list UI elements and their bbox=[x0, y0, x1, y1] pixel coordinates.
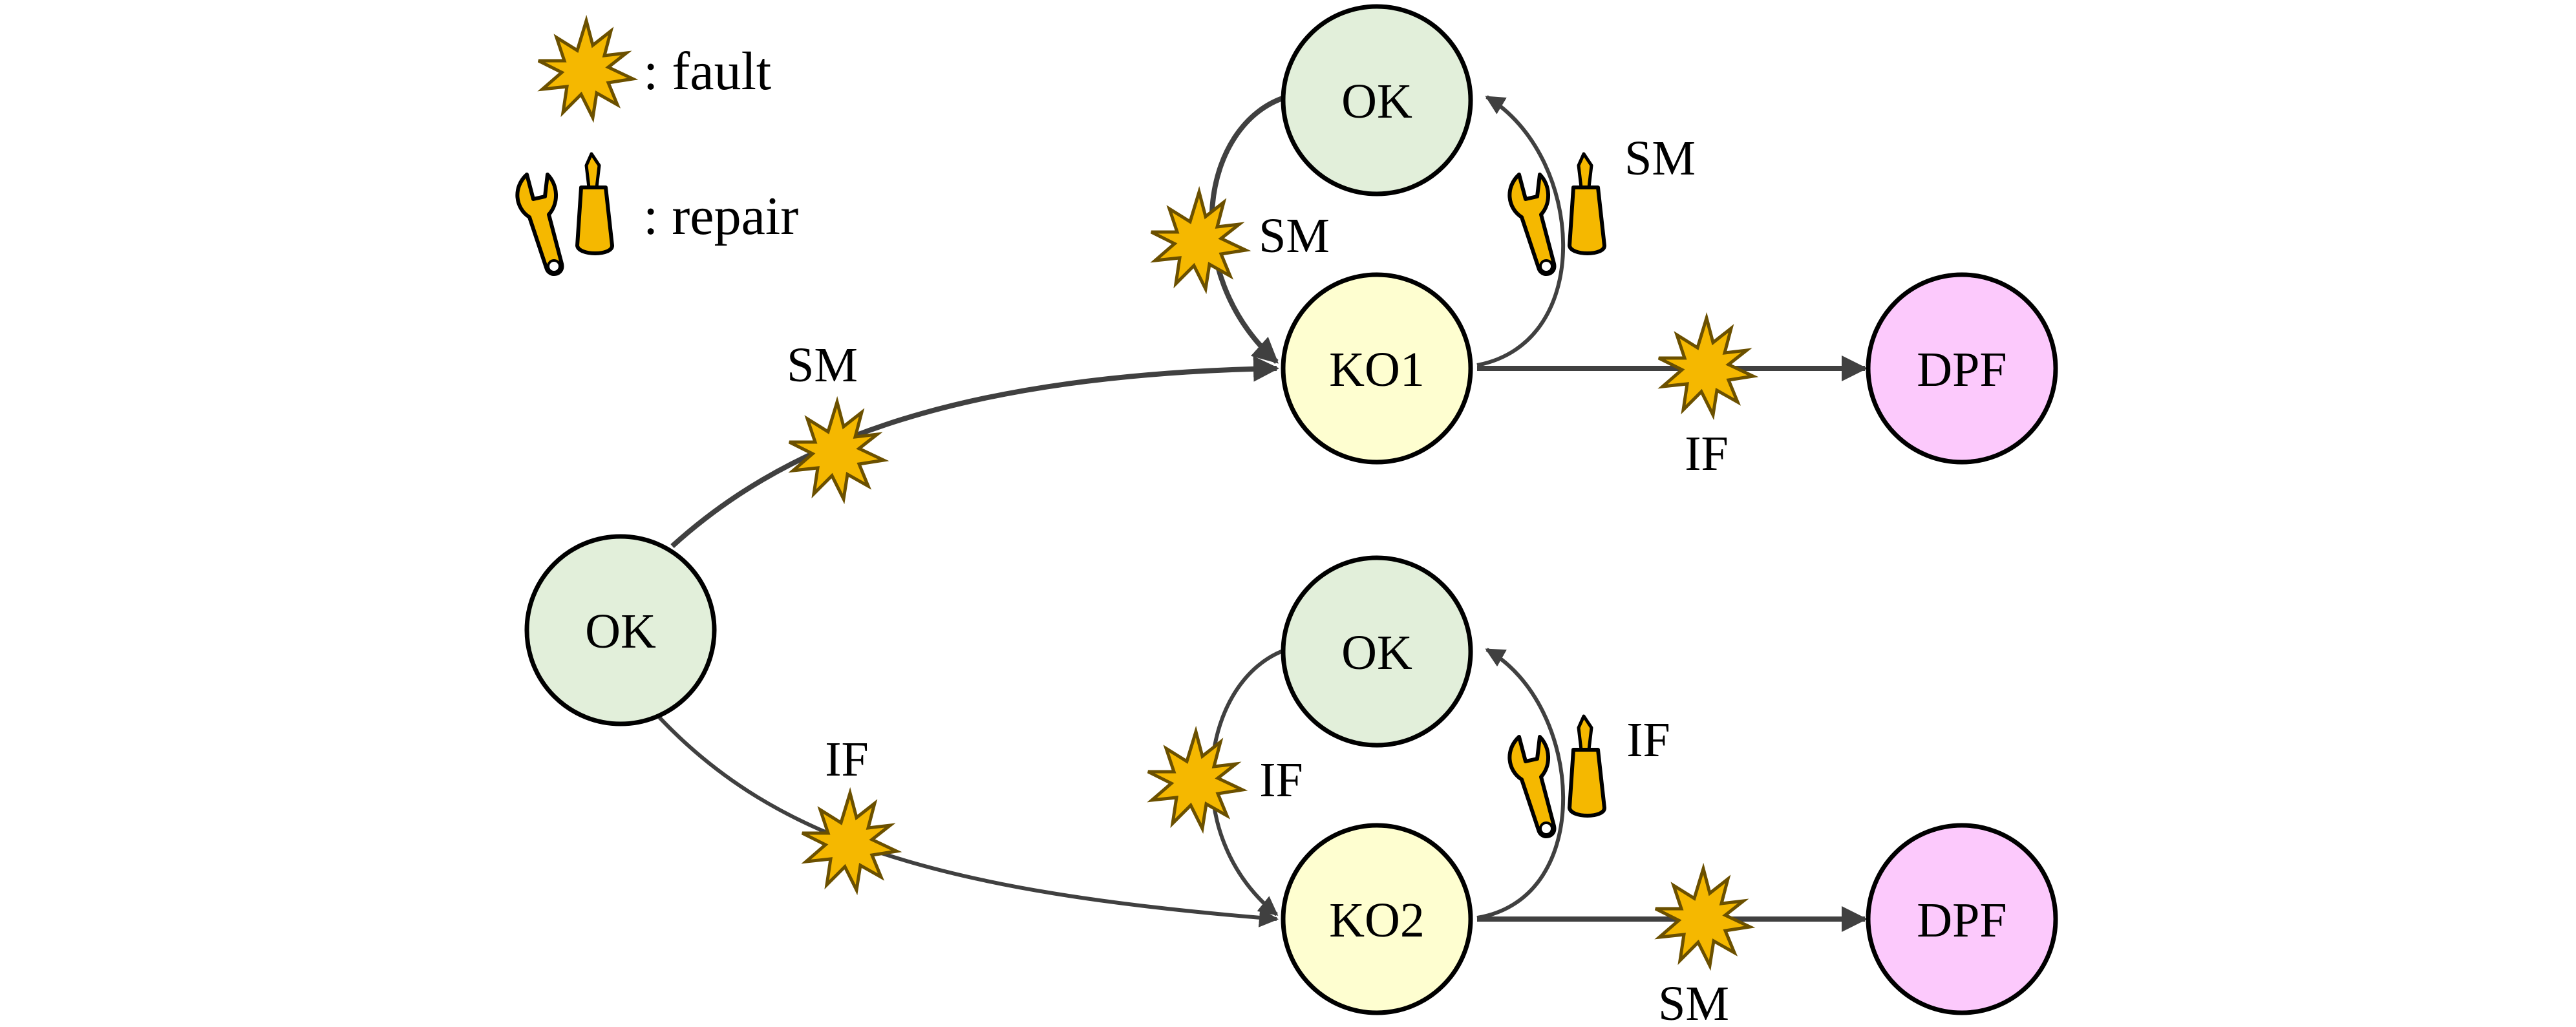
node-dpf-bottom bbox=[1866, 823, 2058, 1015]
repair-legend-label: : repair bbox=[643, 186, 798, 246]
edge-ko1-to-ok-top bbox=[1476, 95, 1566, 367]
edge-label-ko2-dpf: SM bbox=[1658, 977, 1729, 1024]
fault-icon-start-ko1 bbox=[789, 402, 884, 499]
edge-label-ok-top-ko1: SM bbox=[1259, 209, 1330, 263]
node-dpf-top-label: DPF bbox=[1917, 343, 2007, 397]
node-ko1 bbox=[1281, 272, 1473, 465]
fault-legend-icon bbox=[538, 21, 633, 118]
node-ok-start-label: OK bbox=[585, 604, 656, 659]
repair-icon-ko2-ok bbox=[1509, 716, 1604, 836]
edge-ok-top-to-ko1 bbox=[1209, 94, 1288, 364]
edge-label-ko1-ok-top: SM bbox=[1624, 131, 1696, 185]
node-ok-bottom bbox=[1281, 555, 1473, 748]
node-ok-top-label: OK bbox=[1341, 74, 1412, 129]
node-ko2 bbox=[1281, 823, 1473, 1015]
edge-label-start-ko2: IF bbox=[825, 732, 869, 787]
repair-legend-icon bbox=[517, 154, 612, 274]
edge-start-to-ko2 bbox=[657, 715, 1279, 927]
fault-icon-start-ko2 bbox=[802, 793, 897, 890]
legend: : fault : repair bbox=[517, 21, 798, 274]
node-ok-bottom-label: OK bbox=[1341, 626, 1412, 680]
edge-label-start-ko1: SM bbox=[787, 338, 858, 392]
edge-label-ko1-dpf: IF bbox=[1685, 427, 1729, 481]
node-ok-start bbox=[524, 534, 717, 726]
node-dpf-top bbox=[1866, 272, 2058, 465]
node-dpf-bottom-label: DPF bbox=[1917, 893, 2007, 948]
node-ko2-label: KO2 bbox=[1329, 893, 1425, 948]
edge-label-ok-bottom-ko2: IF bbox=[1259, 753, 1303, 807]
repair-icon-ko1-ok bbox=[1509, 154, 1604, 274]
edge-label-ko2-ok-bottom: IF bbox=[1626, 713, 1670, 767]
fault-icon-ok-bottom-ko2 bbox=[1148, 732, 1242, 829]
edge-ko2-to-ok-bottom bbox=[1476, 648, 1566, 920]
node-ok-top bbox=[1281, 4, 1473, 196]
node-ko1-label: KO1 bbox=[1329, 343, 1425, 397]
fault-legend-label: : fault bbox=[643, 41, 771, 101]
edge-start-to-ko1 bbox=[670, 355, 1279, 548]
fault-icon-ok-top-ko1 bbox=[1151, 192, 1246, 289]
